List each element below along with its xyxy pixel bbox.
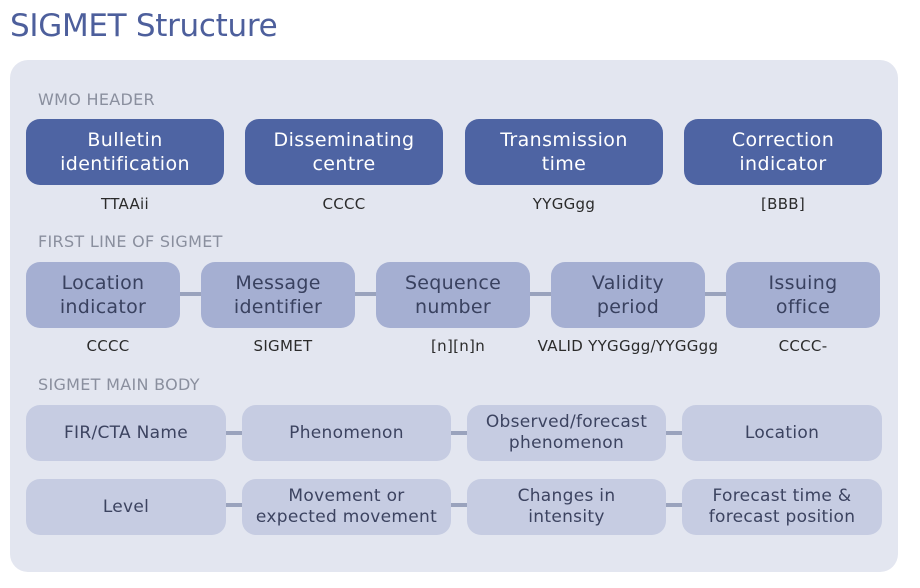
box-label: FIR/CTA Name [63,422,189,443]
box-label: Correction indicator [731,129,835,175]
box-label: Location indicator [59,272,147,318]
code-yygggg: YYGGgg [532,195,596,213]
box-label: Observed/forecast phenomenon [485,412,648,453]
box-sequence-number: Sequence number [376,262,530,328]
connector [224,503,244,507]
box-message-identifier: Message identifier [201,262,355,328]
box-label: Changes in intensity [517,486,616,527]
connector [449,431,469,435]
connector [224,431,244,435]
box-label: Sequence number [404,272,502,318]
section-label-first-line: FIRST LINE OF SIGMET [38,232,223,251]
section-label-wmo-header: WMO HEADER [38,90,155,109]
section-label-main-body: SIGMET MAIN BODY [38,375,200,394]
code-sequence: [n][n]n [430,337,486,355]
connector [178,292,204,296]
box-label: Bulletin identification [60,129,190,175]
box-fir-cta-name: FIR/CTA Name [26,405,226,461]
box-movement: Movement or expected movement [242,479,451,535]
connector [664,431,684,435]
box-issuing-office: Issuing office [726,262,880,328]
code-cccc: CCCC [86,337,130,355]
connector [353,292,379,296]
box-forecast-time-position: Forecast time & forecast position [682,479,882,535]
box-location: Location [682,405,882,461]
code-sigmet: SIGMET [253,337,313,355]
box-validity-period: Validity period [551,262,705,328]
box-label: Validity period [591,272,665,318]
connector [528,292,554,296]
box-label: Level [102,496,150,517]
box-changes-in-intensity: Changes in intensity [467,479,666,535]
code-cccc-dash: CCCC- [778,337,828,355]
box-label: Disseminating centre [273,129,415,175]
code-validity: VALID YYGGgg/YYGGgg [537,337,719,355]
box-label: Transmission time [500,129,628,175]
connector [703,292,729,296]
box-label: Issuing office [768,272,838,318]
connector [449,503,469,507]
box-transmission-time: Transmission time [465,119,663,185]
box-label: Message identifier [233,272,323,318]
page-title: SIGMET Structure [10,8,278,44]
box-level: Level [26,479,226,535]
code-cccc: CCCC [322,195,366,213]
box-disseminating-centre: Disseminating centre [245,119,443,185]
code-ttaaii: TTAAii [101,195,149,213]
box-correction-indicator: Correction indicator [684,119,882,185]
code-bbb: [BBB] [760,195,806,213]
box-phenomenon: Phenomenon [242,405,451,461]
box-label: Movement or expected movement [255,486,438,527]
box-label: Location [744,422,820,443]
box-location-indicator: Location indicator [26,262,180,328]
box-label: Forecast time & forecast position [708,486,856,527]
box-bulletin-identification: Bulletin identification [26,119,224,185]
box-observed-forecast-phenomenon: Observed/forecast phenomenon [467,405,666,461]
connector [664,503,684,507]
box-label: Phenomenon [289,422,404,443]
